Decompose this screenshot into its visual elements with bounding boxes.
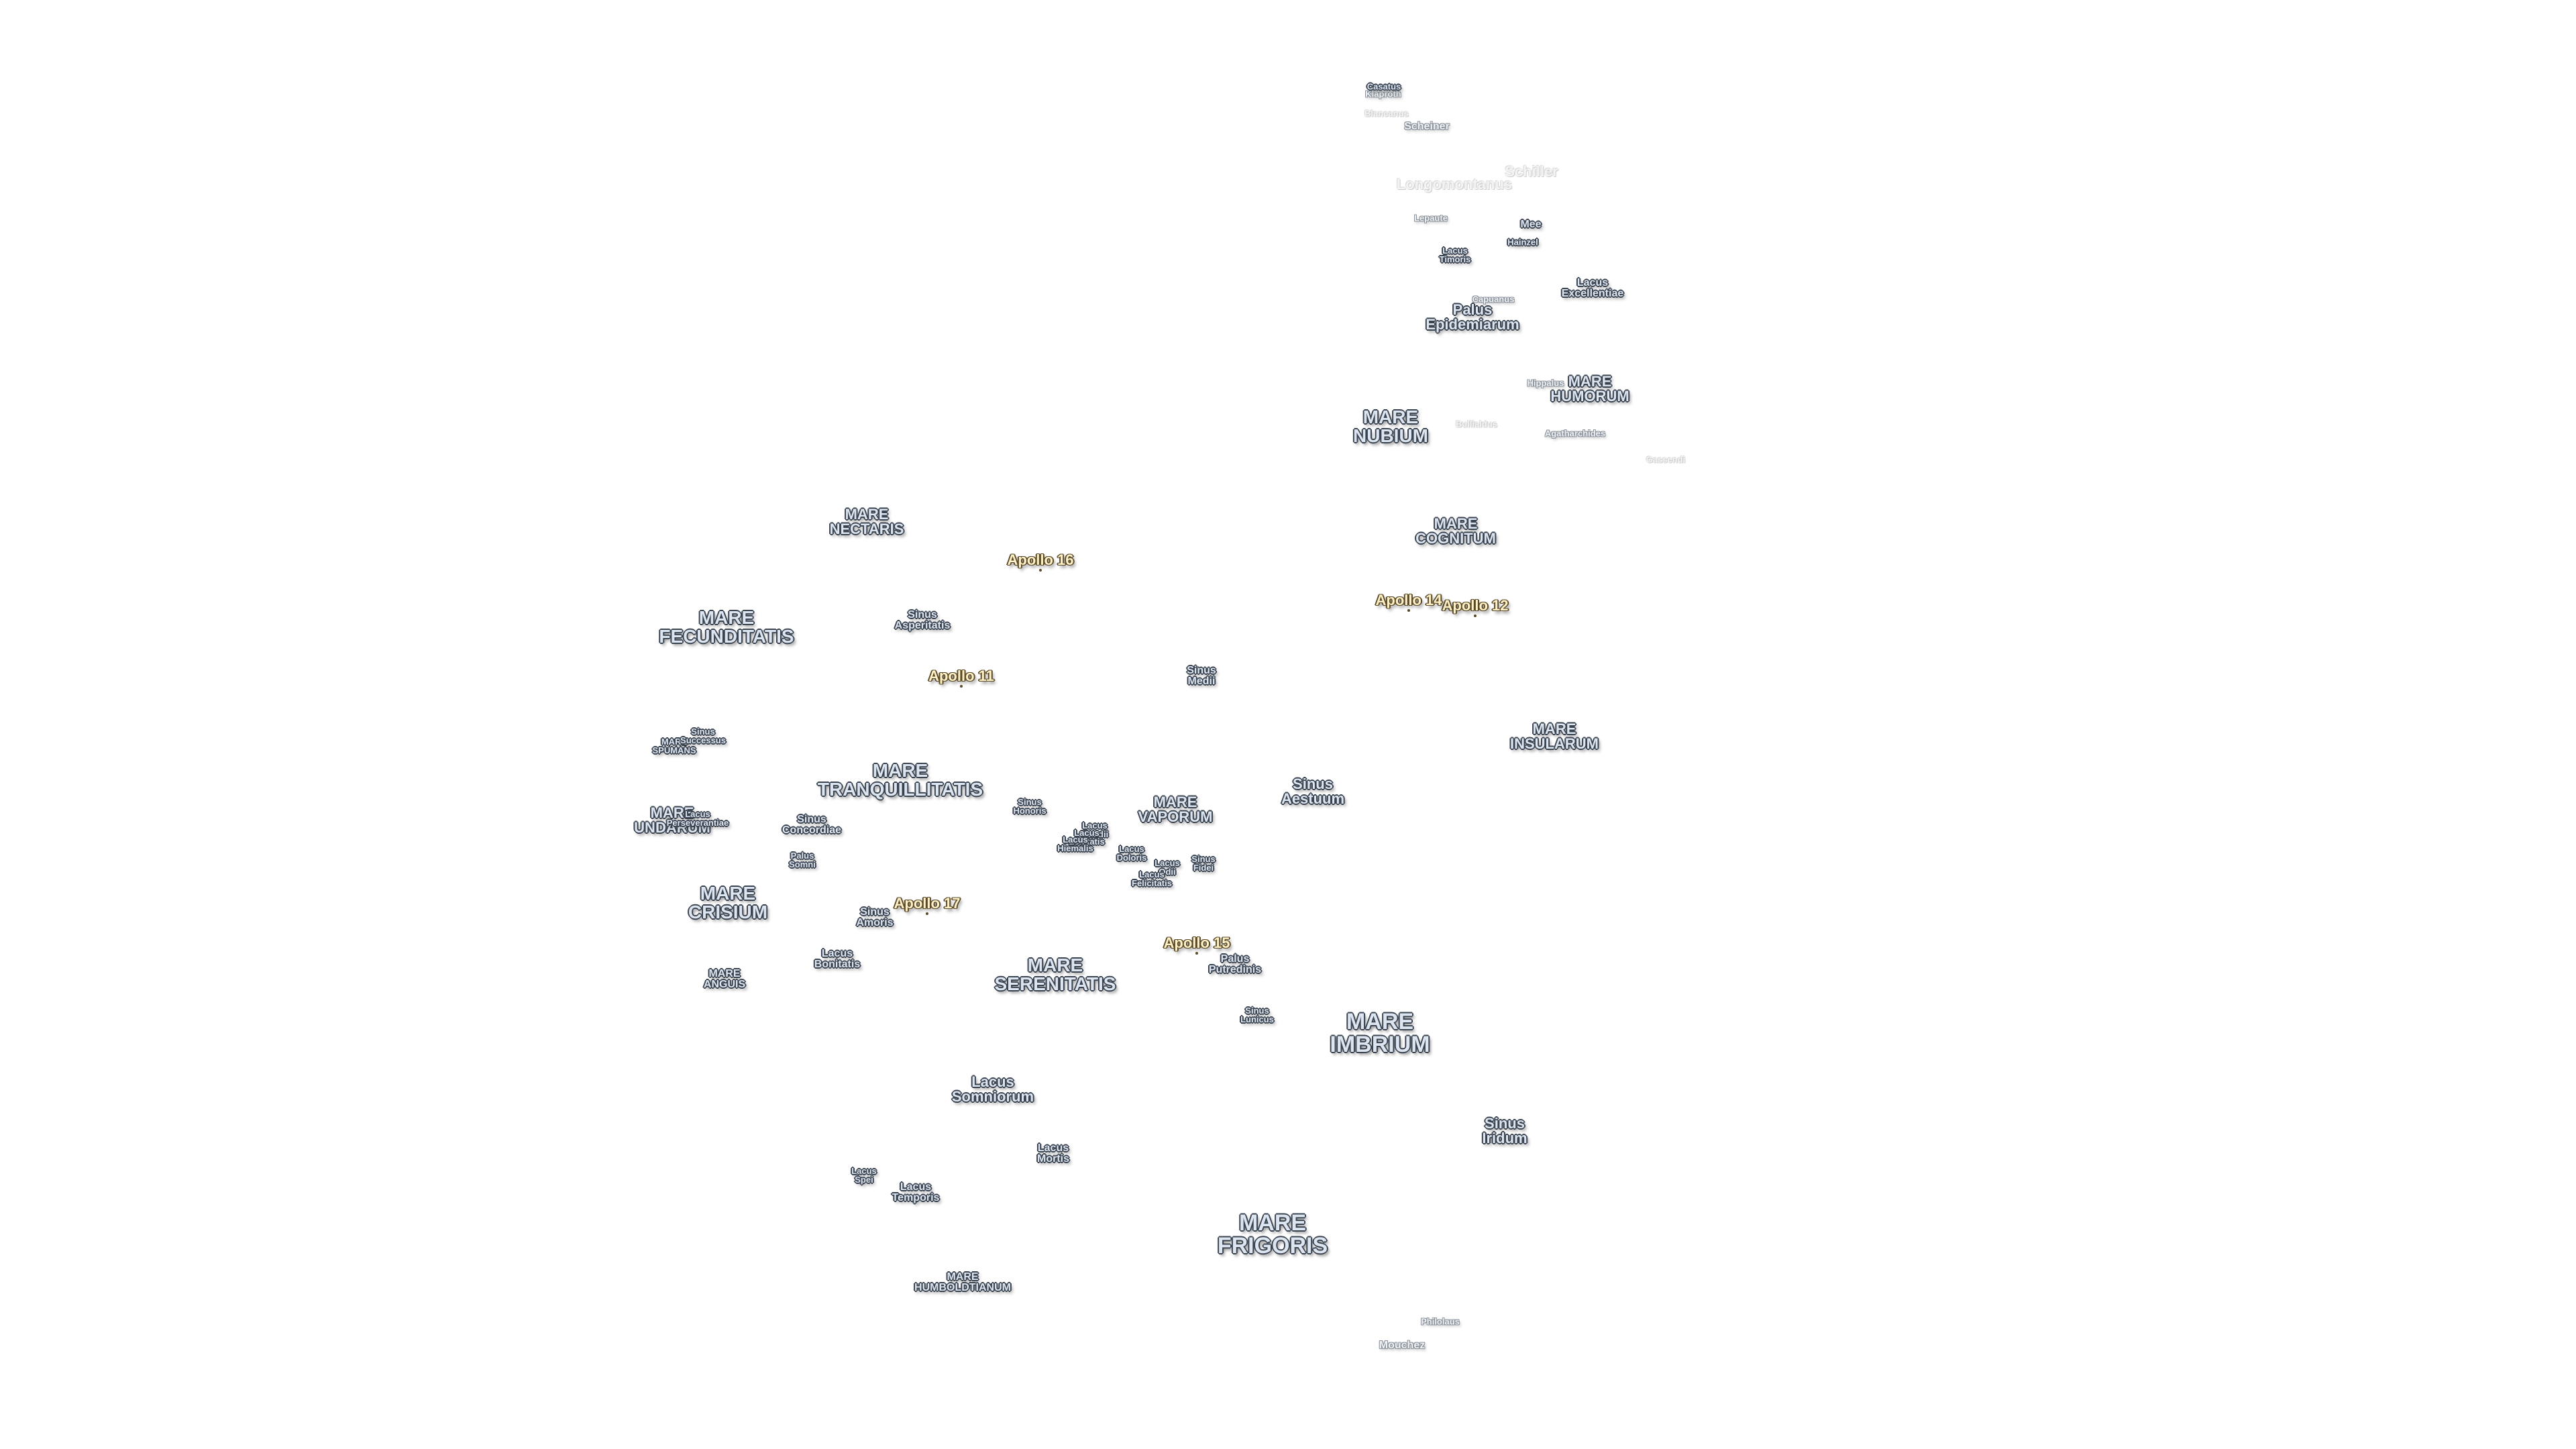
label-sinus-aestuum[interactable]: Sinus Aestuum (1281, 775, 1345, 807)
label-philolaus[interactable]: Philolaus (1421, 1316, 1460, 1327)
label-lacus-somniorum[interactable]: Lacus Somniorum (951, 1073, 1034, 1105)
apollo-15-marker (1195, 952, 1198, 955)
label-lacus-temporis[interactable]: Lacus Temporis (892, 1181, 940, 1203)
label-apollo-11[interactable]: Apollo 11 (928, 667, 994, 684)
label-sinus-asperitatis[interactable]: Sinus Asperitatis (894, 609, 951, 631)
label-lacus-perseverantiae[interactable]: Lacus Perseverantiae (666, 809, 729, 828)
label-lacus-mortis[interactable]: Lacus Mortis (1037, 1142, 1069, 1165)
label-mare-serenitatis[interactable]: MARE SERENITATIS (994, 955, 1116, 994)
label-apollo-16[interactable]: Apollo 16 (1007, 551, 1074, 568)
label-lacus-odii[interactable]: Lacus Odii (1155, 858, 1180, 877)
label-mare-insularum[interactable]: MARE INSULARUM (1510, 720, 1599, 752)
label-mare-frigoris[interactable]: MARE FRIGORIS (1217, 1210, 1328, 1258)
label-palus-putredinis[interactable]: Palus Putredinis (1208, 953, 1262, 975)
label-mare-cognitum[interactable]: MARE COGNITUM (1415, 515, 1496, 547)
label-sinus-medii[interactable]: Sinus Medii (1187, 665, 1216, 687)
label-sinus-iridum[interactable]: Sinus Iridum (1482, 1115, 1527, 1146)
label-longomontanus[interactable]: Longomontanus (1396, 176, 1513, 193)
label-mare-nectaris[interactable]: MARE NECTARIS (829, 506, 904, 537)
label-sinus-amoris[interactable]: Sinus Amoris (856, 906, 894, 928)
apollo-14-marker (1407, 609, 1410, 612)
label-lacus-timoris[interactable]: Lacus Timoris (1439, 246, 1471, 264)
label-sinus-lunicus[interactable]: Sinus Lunicus (1240, 1006, 1274, 1024)
label-apollo-14[interactable]: Apollo 14 (1375, 592, 1442, 608)
label-klaproth[interactable]: Klaproth (1365, 89, 1401, 99)
label-apollo-12[interactable]: Apollo 12 (1442, 597, 1509, 614)
label-lacus-excellentiae[interactable]: Lacus Excellentiae (1561, 277, 1624, 299)
label-lacus-felicitatis[interactable]: Lacus Felicitatis (1132, 869, 1172, 888)
label-capuanus[interactable]: Capuanus (1472, 294, 1515, 305)
label-lepaute[interactable]: Lepaute (1414, 213, 1448, 223)
label-lacus-gaudii[interactable]: Lacus Gaudii (1081, 820, 1109, 839)
label-lacus-hiemalis[interactable]: Lacus Hiemalis (1057, 835, 1093, 853)
label-mare-imbrium[interactable]: MARE IMBRIUM (1330, 1009, 1430, 1057)
label-agatharchides[interactable]: Agatharchides (1544, 428, 1606, 439)
label-mouchez[interactable]: Mouchez (1379, 1340, 1426, 1351)
label-mare-fecunditatis[interactable]: MARE FECUNDITATIS (659, 607, 794, 647)
label-scheiner[interactable]: Scheiner (1404, 121, 1450, 132)
label-mare-humboldtianum[interactable]: MARE HUMBOLDTIANUM (914, 1271, 1011, 1293)
label-palus-epidemiarum[interactable]: Palus Epidemiarum (1426, 301, 1519, 333)
label-sinus-concordiae[interactable]: Sinus Concordiae (782, 814, 842, 836)
label-palus-somni[interactable]: Palus Somni (789, 851, 816, 869)
label-mare-vaporum[interactable]: MARE VAPORUM (1138, 794, 1213, 825)
label-hippalus[interactable]: Hippalus (1527, 378, 1564, 388)
label-casatus[interactable]: Casatus (1366, 81, 1401, 92)
label-mare-anguis[interactable]: MARE ANGUIS (703, 968, 746, 990)
label-apollo-17[interactable]: Apollo 17 (894, 895, 961, 912)
apollo-16-marker (1039, 569, 1042, 572)
apollo-17-marker (926, 912, 928, 915)
label-apollo-15[interactable]: Apollo 15 (1163, 934, 1230, 951)
label-lacus-bonitatis[interactable]: Lacus Bonitatis (814, 948, 861, 970)
label-mee[interactable]: Mee (1520, 219, 1542, 230)
label-gassendi[interactable]: Gassendi (1646, 454, 1686, 465)
apollo-12-marker (1474, 614, 1477, 617)
label-bullialdus[interactable]: Bullialdus (1455, 419, 1498, 429)
label-mare-nubium[interactable]: MARE NUBIUM (1353, 407, 1428, 446)
label-blancanus[interactable]: Blancanus (1364, 108, 1409, 119)
label-lacus-lenitatis[interactable]: Lacus Lenitatis (1069, 828, 1105, 847)
label-sinus-successus[interactable]: Sinus Successus (680, 727, 726, 745)
label-schiller[interactable]: Schiller (1505, 163, 1558, 180)
label-mare-undarum[interactable]: MARE UNDARUM (634, 804, 710, 836)
label-sinus-fidei[interactable]: Sinus Fidei (1191, 854, 1216, 873)
label-lacus-doloris[interactable]: Lacus Doloris (1116, 844, 1147, 863)
label-mare-tranquillitatis[interactable]: MARE TRANQUILLITATIS (817, 760, 983, 800)
label-mare-spumans[interactable]: MARE SPUMANS (652, 737, 696, 755)
label-hainzel[interactable]: Hainzel (1507, 237, 1538, 248)
apollo-11-marker (960, 685, 963, 688)
label-sinus-honoris[interactable]: Sinus Honoris (1013, 797, 1046, 816)
label-lacus-spei[interactable]: Lacus Spei (851, 1166, 877, 1185)
label-mare-humorum[interactable]: MARE HUMORUM (1550, 373, 1629, 405)
label-mare-crisium[interactable]: MARE CRISIUM (688, 883, 768, 922)
